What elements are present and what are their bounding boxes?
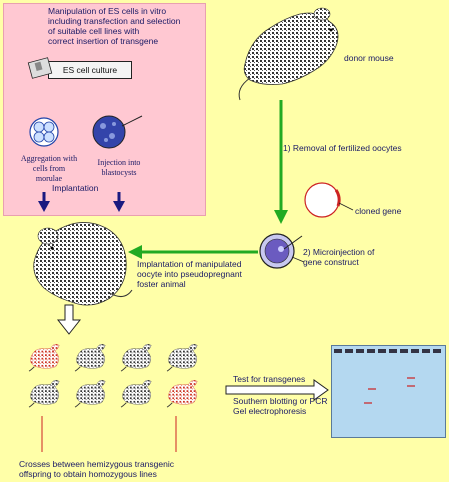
- step2-label: 2) Microinjection of gene construct: [303, 247, 375, 267]
- cross-lines: [41, 416, 177, 452]
- plasmid-icon: [304, 182, 354, 218]
- test-for-transgenes-label: Test for transgenes: [233, 374, 306, 384]
- crosses-label: Crosses between hemizygous transgenic of…: [19, 459, 174, 479]
- implantation-manipulated-label: Implantation of manipulated oocyte into …: [137, 259, 242, 289]
- es-cell-panel-title: Manipulation of ES cells in vitro includ…: [48, 6, 181, 46]
- blastocyst-icon: [92, 115, 143, 149]
- morula-icon: [29, 117, 59, 147]
- step1-label: 1) Removal of fertilized oocytes: [283, 143, 402, 153]
- removal-arrow: [274, 100, 288, 224]
- test-arrow: [225, 379, 329, 401]
- pink-arrows: [38, 192, 125, 212]
- gel-bands: [364, 377, 415, 404]
- donor-mouse-label: donor mouse: [344, 53, 394, 63]
- culture-flask-neck: [27, 57, 53, 79]
- foster-mouse-icon: [33, 222, 133, 306]
- offspring-arrow: [56, 304, 82, 335]
- aggregation-label: Aggregation with cells from morulae: [20, 154, 78, 183]
- offspring-mouse-icon: [28, 343, 198, 408]
- es-cell-panel: [3, 3, 206, 216]
- electrophoresis-gel: [331, 345, 446, 438]
- implantation-label: Implantation: [52, 183, 99, 193]
- donor-mouse-icon: [238, 7, 339, 101]
- implantation-arrow: [128, 245, 258, 259]
- gel-wells: [334, 349, 441, 353]
- oocyte-icon: [259, 233, 305, 269]
- cloned-gene-label: cloned gene: [355, 206, 402, 216]
- injection-label: Injection into blastocysts: [97, 158, 141, 177]
- methods-label: Southern blotting or PCR Gel electrophor…: [233, 396, 328, 416]
